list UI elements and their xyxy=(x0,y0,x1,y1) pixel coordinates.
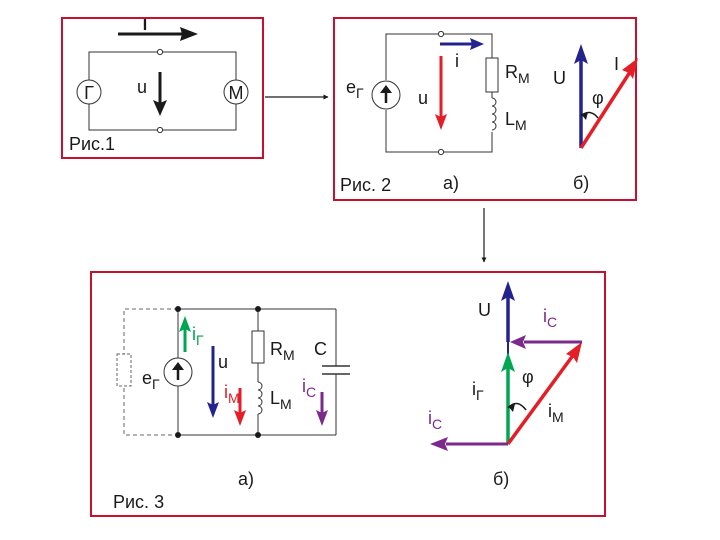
fig3-phasor-ic-left-label: iС xyxy=(428,408,442,432)
fig3-phasor-im xyxy=(506,352,576,446)
figure-2-frame xyxy=(333,17,637,201)
fig3-ig-label: iГ xyxy=(192,324,204,348)
fig2-phasor-u-label: U xyxy=(553,68,566,88)
fig1-terminal-bottom xyxy=(156,126,164,134)
motor-symbol xyxy=(223,79,249,105)
fig2-subcaption-a: а) xyxy=(443,173,459,193)
fig1-current-arrowhead xyxy=(180,27,198,41)
motor-label: М xyxy=(229,83,244,103)
fig3-emf-label: еГ xyxy=(142,368,160,392)
fig2-caption: Рис. 2 xyxy=(340,175,391,195)
fig3-im-label: iМ xyxy=(224,382,240,406)
figure-1-frame xyxy=(61,17,264,159)
fig3-phase-angle: φ xyxy=(522,367,534,387)
fig3-inductor xyxy=(257,381,263,415)
fig1-voltage-arrowhead xyxy=(153,100,167,116)
fig3-junction-2 xyxy=(255,306,261,312)
fig1-voltage-label: u xyxy=(137,77,147,97)
fig3-source-arrowhead xyxy=(172,362,184,370)
fig3-external-network-wire xyxy=(123,308,178,436)
fig2-voltage-label: u xyxy=(418,88,428,108)
figure-3-frame xyxy=(90,271,606,517)
fig3-inductor-label: LМ xyxy=(270,388,292,412)
fig3-junction-4 xyxy=(255,432,261,438)
fig2-current-label: i xyxy=(455,51,459,71)
generator-symbol xyxy=(76,79,102,105)
fig2-inductor xyxy=(491,97,497,131)
fig2-inductor-label: LМ xyxy=(505,109,527,133)
figure-2: еГ RМ LМ i u U I φ Рис. 2 а) б) xyxy=(333,17,638,201)
fig3-junction-3 xyxy=(175,432,181,438)
fig3-voltage-label: u xyxy=(218,352,228,372)
fig2-phase-angle: φ xyxy=(592,88,604,108)
fig1-terminal-top xyxy=(156,48,164,56)
fig3-phasor-im-head xyxy=(566,342,582,363)
fig3-ig-arrowhead xyxy=(179,316,191,332)
fig2-phasor-i-head xyxy=(622,58,638,79)
fig3-phasor-ic-top-head xyxy=(510,335,526,349)
fig2-terminal-top xyxy=(437,30,445,38)
fig2-terminal-bottom xyxy=(437,148,445,156)
fig3-voltage-arrowhead xyxy=(207,402,219,418)
fig2-subcaption-b: б) xyxy=(573,173,589,193)
fig3-phasor-ic-left-head xyxy=(430,437,448,451)
fig2-phasor-u-head xyxy=(574,44,588,64)
fig3-phasor-ig-head xyxy=(501,352,515,372)
fig1-current-label: I xyxy=(143,17,147,34)
fig2-current-arrowhead xyxy=(470,38,484,50)
fig3-resistor-label: RМ xyxy=(270,339,295,363)
fig1-top-wire xyxy=(88,51,237,80)
fig3-junction-1 xyxy=(175,306,181,312)
fig1-caption: Рис.1 xyxy=(69,134,115,154)
fig3-resistor xyxy=(251,330,265,364)
fig3-phasor-im-label: iМ xyxy=(548,401,564,425)
fig3-phase-arc-head xyxy=(508,404,515,412)
fig3-external-load xyxy=(116,353,132,387)
fig2-resistor xyxy=(485,57,499,93)
figure-3: еГ RМ LМ C iГ u iМ iС U xyxy=(90,271,606,517)
generator-label: Г xyxy=(84,83,94,103)
fig2-voltage-arrowhead xyxy=(435,114,447,130)
fig3-ic-arrowhead xyxy=(316,410,328,426)
fig3-subcaption-a: а) xyxy=(238,469,254,489)
fig2-phasor-i-label: I xyxy=(614,54,619,74)
fig2-resistor-label: RМ xyxy=(505,62,530,86)
fig3-phasor-ic-top-label: iС xyxy=(543,306,557,330)
fig3-phasor-u-label: U xyxy=(478,300,491,320)
fig3-subcaption-b: б) xyxy=(493,469,509,489)
fig2-source-arrowhead xyxy=(380,85,392,93)
fig2-phasor-i xyxy=(579,71,632,149)
figure-1: Г М I u Рис.1 xyxy=(61,17,264,159)
fig3-capacitor-label: C xyxy=(314,339,327,359)
fig3-ic-label: iС xyxy=(302,376,316,400)
fig3-phasor-u-head xyxy=(501,281,515,301)
fig3-caption: Рис. 3 xyxy=(113,492,164,512)
fig2-phase-arc-head xyxy=(581,112,588,120)
fig2-emf-label: еГ xyxy=(346,77,364,101)
fig3-im-arrowhead xyxy=(234,410,246,426)
fig3-phasor-ig-label: iГ xyxy=(472,379,484,403)
